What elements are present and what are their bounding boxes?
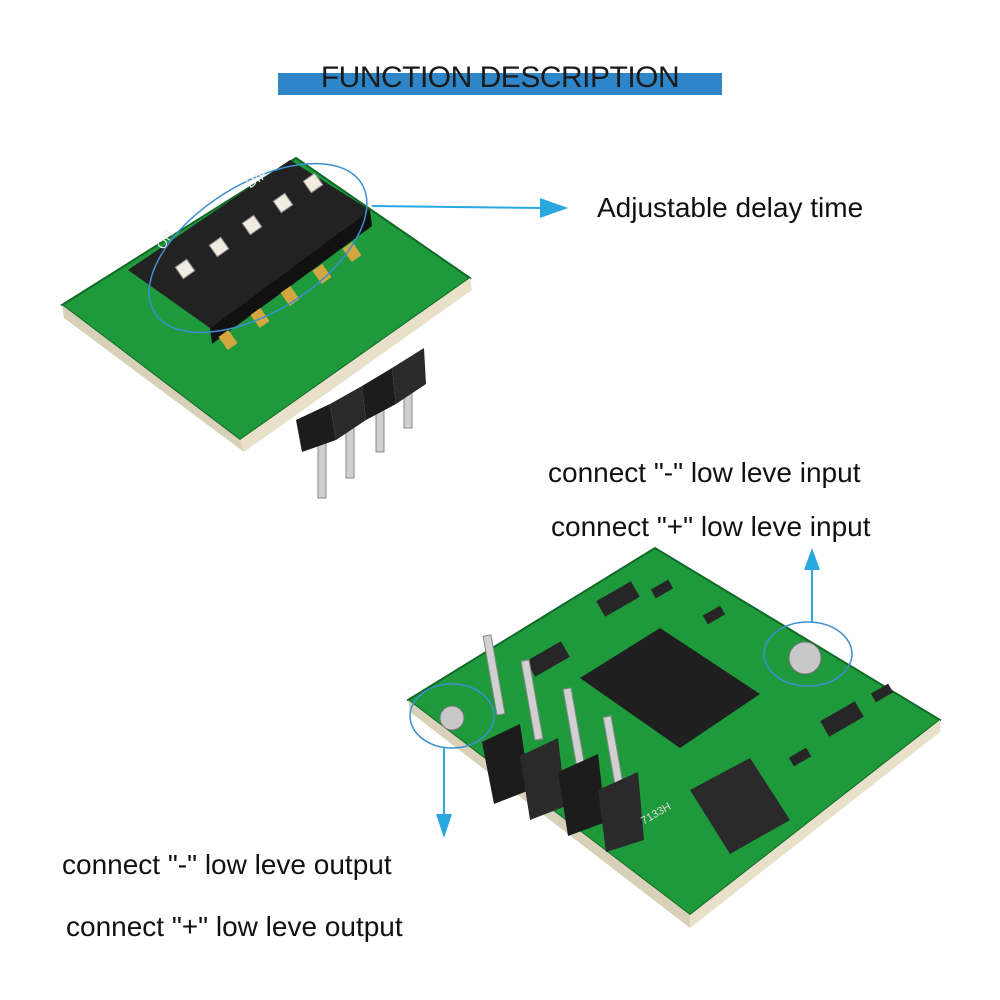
label-input-plus: connect "+" low leve input	[551, 511, 871, 542]
voltage-regulator	[690, 758, 790, 854]
dip-highlight-ellipse	[148, 162, 368, 334]
header-pins-bottom	[482, 634, 644, 852]
dip-switch-body	[128, 160, 370, 328]
label-output-plus: connect "+" low leve output	[66, 911, 403, 942]
dip-switch-knobs	[174, 172, 324, 280]
delay-arrow-head	[540, 198, 568, 218]
label-input-minus: connect "-" low leve input	[548, 457, 861, 488]
output-solder-pad	[439, 705, 465, 731]
input-highlight-ellipse	[763, 621, 853, 687]
title-underline-bar	[278, 73, 722, 95]
output-arrow-head	[436, 814, 452, 838]
header-pins-top	[296, 348, 426, 499]
page-title: FUNCTION DESCRIPTION	[320, 61, 680, 94]
label-adjustable-delay: Adjustable delay time	[597, 192, 864, 223]
label-output-minus: connect "-" low leve output	[62, 849, 392, 880]
input-arrow-head	[804, 548, 820, 570]
smd-components	[526, 579, 894, 767]
output-highlight-ellipse	[409, 683, 495, 749]
delay-arrow-line	[371, 205, 546, 209]
input-solder-pad	[788, 641, 822, 675]
ic-chip	[580, 628, 760, 748]
